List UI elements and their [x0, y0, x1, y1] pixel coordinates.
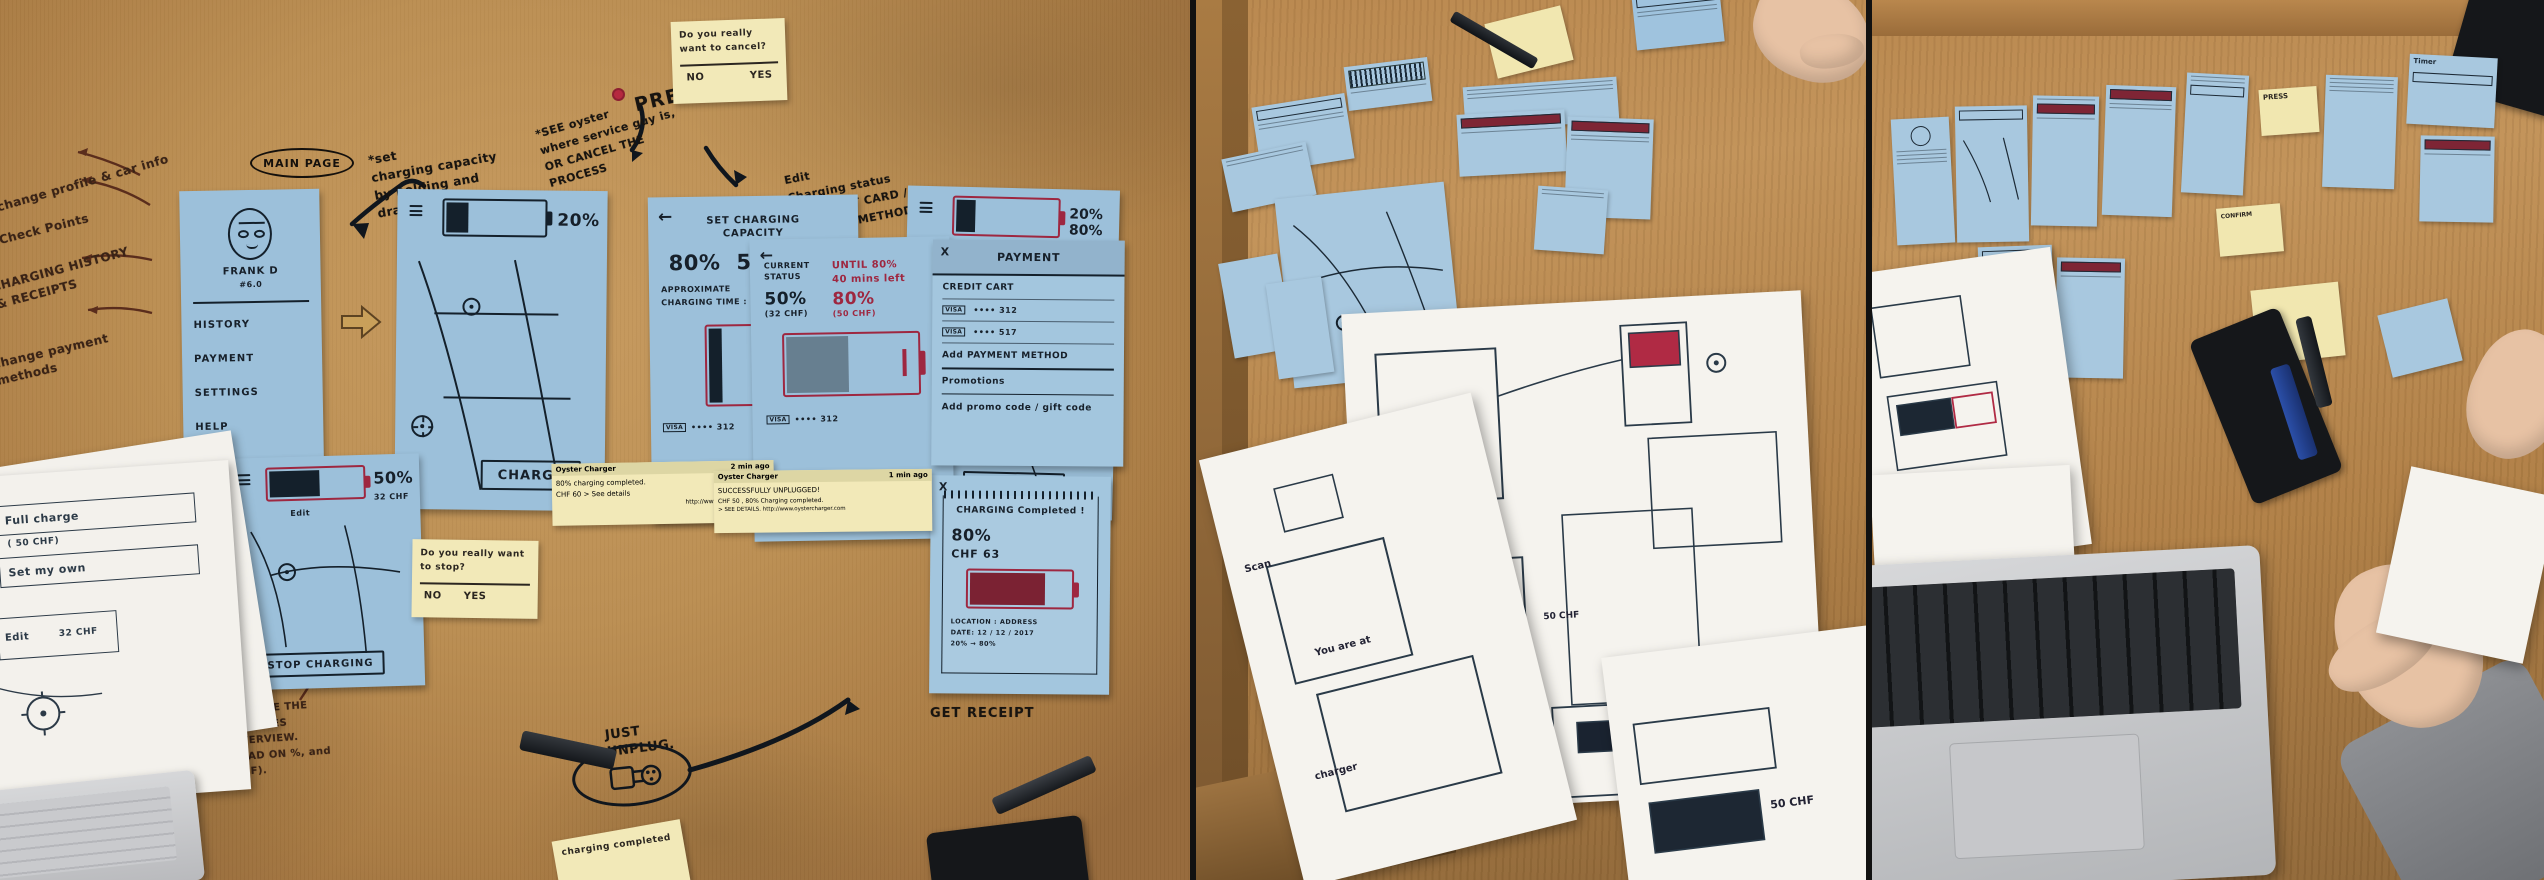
- profile-name: FRANK D: [222, 265, 279, 278]
- visa-badge: VISA: [662, 422, 687, 433]
- annotation-get-receipt: GET RECEIPT: [930, 706, 1035, 721]
- cancel-confirm-no[interactable]: NO: [686, 71, 705, 83]
- toast-unplugged: Oyster Charger 1 min ago SUCCESSFULLY UN…: [713, 468, 933, 534]
- add-promo-link[interactable]: Add promo code / gift code: [941, 402, 1092, 414]
- photo-middle-table-overview: 50 CHF Current cost 22 CHF Scan You are …: [1196, 0, 1866, 880]
- status-target-value: 80%: [832, 288, 875, 310]
- prototype-card-timer[interactable]: Timer: [2406, 53, 2498, 129]
- prototype-card-profile[interactable]: [1890, 116, 1956, 246]
- toast-line-3: > SEE DETAILS. http://www.oystercharger.…: [718, 505, 846, 513]
- back-arrow-icon[interactable]: ←: [657, 207, 673, 228]
- photo-right-table-with-laptop: PRESS Timer CONFIRM: [1872, 0, 2544, 880]
- receipt-title: CHARGING Completed !: [956, 505, 1086, 517]
- capacity-percent: 80%: [668, 250, 721, 276]
- menu-item-payment[interactable]: PAYMENT: [194, 352, 255, 366]
- stop-confirm-question: Do you really want to stop?: [420, 548, 525, 573]
- payment-card-number: •••• 312: [973, 305, 1018, 315]
- profile-points: #6.0: [239, 279, 263, 290]
- sheet-label-price: 50 CHF: [1543, 610, 1580, 623]
- floor-strip-2: [1196, 0, 1222, 880]
- laptop-trackpad: [1949, 733, 2145, 860]
- sticky-stop-confirm[interactable]: Do you really want to stop? NO YES: [411, 539, 539, 619]
- paper-sketch-stack-front: Full charge ( 50 CHF) Set my own Edit 32…: [0, 459, 252, 811]
- prototype-card-main[interactable]: [1954, 105, 2030, 243]
- visa-badge: VISA: [942, 327, 966, 337]
- main-page-title: MAIN PAGE: [263, 156, 341, 170]
- paper-option-edit: Edit: [4, 631, 30, 644]
- payment-card-number: •••• 517: [973, 327, 1018, 337]
- payment-title: PAYMENT: [997, 250, 1061, 264]
- laptop: [1872, 544, 2277, 880]
- capacity-title: SET CHARGING CAPACITY: [706, 214, 800, 240]
- close-icon[interactable]: X: [940, 245, 950, 259]
- sticky-note-confirm: CONFIRM: [2216, 203, 2284, 257]
- stop-confirm-no[interactable]: NO: [423, 589, 442, 602]
- prototype-card-status[interactable]: [2180, 72, 2250, 196]
- receipt-price: CHF 63: [951, 547, 1001, 562]
- wall-top: [1872, 0, 2544, 36]
- toast-app-name: Oyster Charger: [555, 464, 616, 474]
- back-arrow-icon[interactable]: ←: [759, 245, 774, 265]
- menu-item-history[interactable]: HISTORY: [193, 319, 251, 332]
- visa-badge: VISA: [766, 415, 790, 425]
- toast-time: 2 min ago: [730, 462, 770, 471]
- menu-item-help[interactable]: HELP: [195, 421, 229, 434]
- main-page-title-bubble: MAIN PAGE: [250, 148, 354, 178]
- plug-icon-bubble: [569, 737, 695, 813]
- cancel-confirm-yes[interactable]: YES: [749, 68, 773, 81]
- cancel-confirm-question: Do you really want to cancel?: [678, 28, 767, 55]
- laptop-keyboard: [1872, 568, 2242, 728]
- paper-option-edit-sub: 32 CHF: [58, 626, 99, 640]
- paper-option-set-own: Set my own: [8, 561, 87, 580]
- toast-time: 1 min ago: [888, 470, 928, 480]
- map-sketch: [417, 259, 571, 496]
- add-payment-method-link[interactable]: Add PAYMENT METHOD: [941, 350, 1069, 362]
- stop-confirm-yes[interactable]: YES: [463, 590, 487, 602]
- sketch-sheet-left: Scan You are at charger: [1198, 392, 1578, 880]
- map-pin-icon[interactable]: [462, 297, 481, 316]
- prototype-card-receipt[interactable]: [2419, 135, 2495, 223]
- toast-app-name: Oyster Charger: [717, 472, 778, 482]
- card-payment[interactable]: X PAYMENT CREDIT CART VISA •••• 312 VISA…: [931, 239, 1125, 467]
- payment-promotions-title: Promotions: [941, 375, 1005, 387]
- avatar: [227, 207, 273, 261]
- receipt-footer: LOCATION : ADDRESS DATE: 12 / 12 / 2017 …: [950, 617, 1038, 649]
- stop-charging-button[interactable]: STOP CHARGING: [256, 650, 385, 678]
- status-card-number: •••• 312: [794, 414, 839, 425]
- status-until-label: UNTIL 80%: [831, 259, 898, 272]
- card-stop-charging[interactable]: 50% 32 CHF Edit STOP CHARGING: [226, 453, 426, 691]
- paper-option-full-charge: Full charge: [4, 509, 80, 528]
- sticky-note-press: PRESS: [2258, 86, 2320, 136]
- sticky-cancel-confirm[interactable]: Do you really want to cancel? NO YES: [670, 18, 788, 104]
- battery-icon: [782, 330, 926, 398]
- visa-badge: VISA: [942, 305, 966, 315]
- laptop-corner: [0, 769, 206, 880]
- prototype-card-battery[interactable]: [1456, 109, 1568, 177]
- payment-row[interactable]: VISA •••• 517: [942, 327, 1114, 337]
- menu-item-settings[interactable]: SETTINGS: [194, 386, 260, 400]
- card-receipt[interactable]: X CHARGING Completed ! 80% CHF 63 LOCATI…: [929, 475, 1111, 695]
- card-main-page[interactable]: 20% CHARGE: [394, 188, 608, 512]
- payment-row[interactable]: VISA •••• 312: [942, 305, 1114, 315]
- sticky-press-label: PRESS: [2262, 92, 2289, 102]
- status-target-sub: (50 CHF): [832, 308, 877, 319]
- prototype-card-set[interactable]: [2030, 95, 2100, 227]
- photo-left-paper-prototype-wall: change profile & car info Check Points C…: [0, 0, 1190, 880]
- status-current-value: 50%: [764, 288, 807, 310]
- locate-me-icon[interactable]: [411, 415, 434, 438]
- sketch-sheet-bottom-right: 50 CHF: [1601, 623, 1866, 880]
- status-time-left: 40 mins left: [831, 273, 906, 286]
- capacity-card-number: •••• 312: [690, 422, 735, 432]
- receipt-percent: 80%: [951, 525, 992, 546]
- profile-divider: [193, 299, 310, 305]
- oyster-marker-icon: [612, 88, 625, 101]
- prototype-card-progress[interactable]: [2101, 84, 2177, 218]
- battery-icon: [965, 568, 1080, 610]
- prototype-card-right-2[interactable]: [1533, 185, 1609, 255]
- status-current-sub: (32 CHF): [764, 308, 809, 319]
- prototype-card-payment[interactable]: [2322, 74, 2398, 190]
- payment-section-title: CREDIT CART: [942, 282, 1015, 293]
